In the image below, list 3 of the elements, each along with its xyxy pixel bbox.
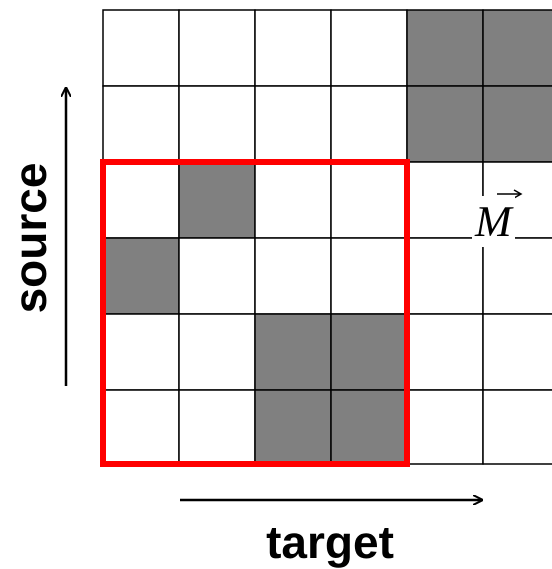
axis-label: target xyxy=(266,515,394,569)
matrix-symbol: M xyxy=(472,196,515,247)
axis-label: source xyxy=(3,162,57,314)
